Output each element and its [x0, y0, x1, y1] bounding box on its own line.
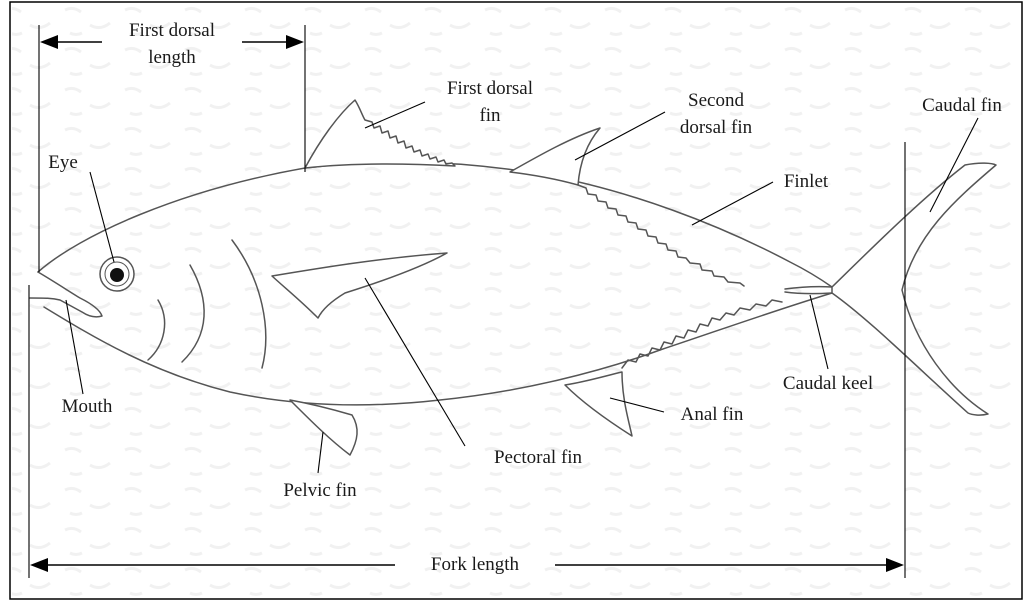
second-dorsal-fin-label-line1: Second	[688, 90, 744, 111]
second-dorsal-fin-label-line2: dorsal fin	[680, 117, 753, 138]
first-dorsal-fin-label-line2: fin	[479, 105, 501, 126]
first-dorsal-fin-label-line1: First dorsal	[447, 78, 533, 99]
pelvic-fin-label: Pelvic fin	[283, 480, 357, 501]
finlet-label: Finlet	[784, 171, 829, 192]
first-dorsal-length-label-line1: First dorsal	[129, 20, 215, 41]
eye-label: Eye	[48, 152, 78, 173]
caudal-keel-label: Caudal keel	[783, 373, 873, 394]
eye-pupil	[110, 268, 124, 282]
caudal-fin-label: Caudal fin	[922, 95, 1002, 116]
fork-length-label: Fork length	[431, 554, 520, 575]
mouth-label: Mouth	[62, 396, 113, 417]
pectoral-fin-label: Pectoral fin	[494, 447, 583, 468]
anal-fin-label: Anal fin	[681, 404, 744, 425]
first-dorsal-length-label-line2: length	[148, 47, 196, 68]
